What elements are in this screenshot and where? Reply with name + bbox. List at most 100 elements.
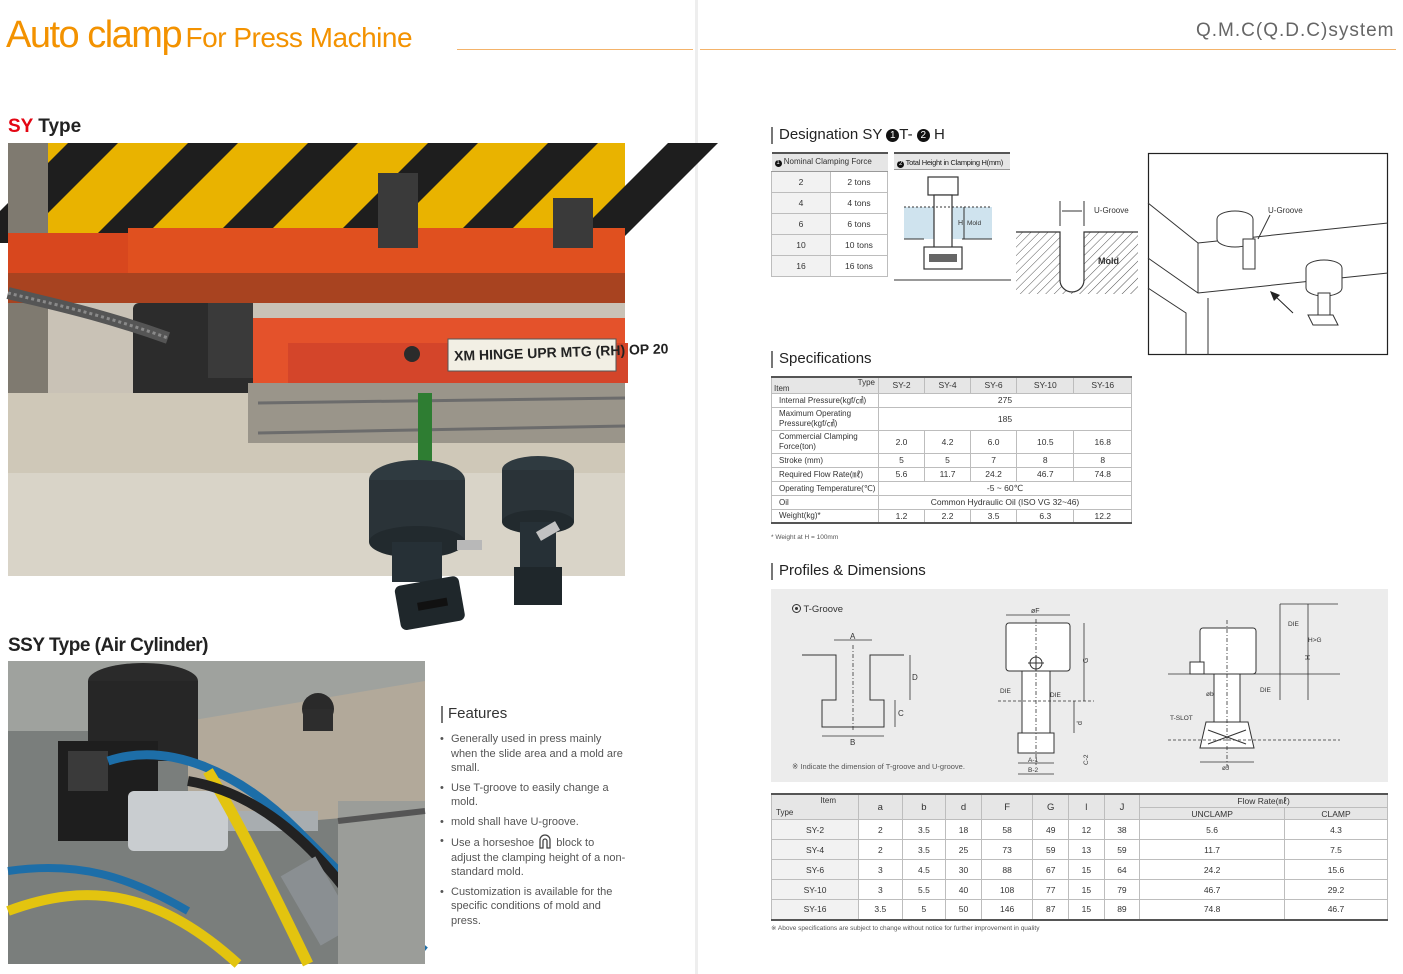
designation-col2-header: 2 Total Height in Clamping H(mm) — [894, 152, 1010, 170]
dim-phij-label: øJ — [1222, 765, 1229, 772]
specs-row-label: Oil — [771, 494, 879, 510]
specs-row-label: Operating Temperature(℃) — [771, 480, 879, 496]
specs-type-header: SY-4 — [924, 376, 972, 394]
title-main: Auto clamp — [6, 14, 183, 56]
specs-value: 6.0 — [970, 429, 1018, 454]
dims-cell: 15 — [1068, 879, 1105, 900]
mold-label: Mold — [967, 220, 981, 227]
flow-col-header: UNCLAMP — [1139, 807, 1285, 820]
dim-h-label: H — [1305, 655, 1312, 660]
designation-code: 2 — [771, 170, 831, 193]
dim-a-label: A — [850, 632, 856, 641]
ugroove-label: U-Groove — [1094, 206, 1129, 215]
iso-clamp-drawing: U-Groove — [1147, 152, 1389, 356]
ssy-air-cylinder-photo — [6, 661, 428, 968]
table-row: SY-6 3 4.5 30 88 67 15 64 24.2 15.6 — [771, 859, 1389, 880]
dims-col-header: F — [980, 793, 1034, 820]
specs-row-label: Weight(kg)* — [771, 508, 879, 524]
designation-value: 16 tons — [830, 254, 888, 277]
dims-type: SY-4 — [771, 839, 859, 860]
dims-cell: 87 — [1032, 899, 1070, 921]
dim-d-small-label: d — [1077, 721, 1084, 725]
feature-item: •Generally used in press mainly when the… — [440, 733, 623, 774]
flow-rate-header: Flow Rate(㎖) — [1139, 793, 1388, 808]
dims-cell: 25 — [945, 839, 982, 860]
specs-value: 5.6 — [877, 466, 926, 482]
designation-code: 4 — [771, 191, 831, 214]
specs-type-header: SY-6 — [970, 376, 1018, 394]
specs-row-label: Internal Pressure(kgf/㎠) — [771, 392, 879, 408]
specs-value: 10.5 — [1016, 429, 1075, 454]
dim-g-label: G — [1083, 658, 1090, 663]
specs-header-item-type: Item Type — [771, 376, 879, 394]
dims-cell: 4.5 — [901, 859, 947, 880]
specs-value: 11.7 — [924, 466, 972, 482]
specs-row-label: Commercial Clamping Force(ton) — [771, 429, 879, 454]
feature-item: •mold shall have U-groove. — [440, 815, 579, 828]
specs-value: 8 — [1016, 452, 1075, 468]
dims-cell: 5.6 — [1139, 819, 1285, 840]
specs-value: 1.2 — [877, 508, 926, 524]
dims-cell: 64 — [1103, 859, 1141, 880]
dim-c-label: C — [898, 709, 904, 718]
dimensions-table: Item Type a b d F G l J Flow Rate(㎖) UNC… — [771, 793, 1389, 921]
tgroove-label: T-Groove — [792, 604, 843, 615]
photo-label-text: XM HINGE UPR MTG (RH) OP 20 — [454, 340, 669, 363]
dims-cell: 3 — [858, 879, 903, 900]
profiles-title-bar — [771, 563, 773, 580]
header-rule-left — [457, 49, 693, 50]
designation-value: 2 tons — [830, 170, 888, 193]
specs-value: 2.2 — [924, 508, 972, 524]
table-row: SY-16 3.5 5 50 146 87 15 89 74.8 46.7 — [771, 899, 1389, 921]
specs-type-header: SY-10 — [1016, 376, 1075, 394]
designation-col1-header: 1 Nominal Clamping Force — [771, 152, 888, 172]
specs-value: 3.5 — [970, 508, 1018, 524]
specs-span-value: -5 ~ 60℃ — [878, 480, 1132, 496]
features-title: Features — [448, 705, 508, 722]
sy-red-text: SY — [8, 116, 34, 137]
dims-cell: 2 — [858, 819, 903, 840]
feature-item: •Customization is available for the spec… — [440, 885, 613, 927]
dims-cell: 15 — [1068, 899, 1105, 921]
specs-value: 5 — [877, 452, 926, 468]
specs-table: Item Type SY-2 SY-4 SY-6 SY-10 SY-16 Int… — [771, 376, 1132, 524]
sy-clamp-products — [369, 456, 574, 631]
dims-header-item-type: Item Type — [771, 793, 859, 820]
table-row: SY-2 2 3.5 18 58 49 12 38 5.6 4.3 — [771, 819, 1389, 840]
header-rule-right — [700, 49, 1396, 50]
specs-value: 46.7 — [1016, 466, 1075, 482]
specs-span-value: Common Hydraulic Oil (ISO VG 32~46) — [878, 494, 1132, 510]
dims-col-header: G — [1032, 793, 1070, 820]
dim-phib-label: øb — [1206, 691, 1214, 698]
specs-value: 16.8 — [1073, 429, 1132, 454]
dims-cell: 73 — [980, 839, 1034, 860]
horseshoe-block-icon — [539, 834, 551, 849]
designation-value: 10 tons — [830, 233, 888, 256]
profiles-note: ※ Indicate the dimension of T-groove and… — [792, 762, 965, 771]
specs-span-value: 185 — [878, 406, 1132, 431]
dims-cell: 79 — [1103, 879, 1141, 900]
dims-cell: 7.5 — [1283, 839, 1389, 860]
specs-value: 2.0 — [877, 429, 926, 454]
die-label-1: DIE — [1000, 688, 1012, 695]
specs-value: 5 — [924, 452, 972, 468]
dims-cell: 15.6 — [1283, 859, 1389, 880]
dims-cell: 15 — [1068, 859, 1105, 880]
die-label-2: DIE — [1050, 692, 1062, 699]
dims-cell: 49 — [1032, 819, 1070, 840]
dim-hg-label: H>G — [1308, 637, 1322, 644]
table-row: SY-4 2 3.5 25 73 59 13 59 11.7 7.5 — [771, 839, 1389, 860]
specs-title-bar — [771, 351, 773, 368]
specs-row-label: Maximum Operating Pressure(kgf/㎠) — [771, 406, 879, 431]
dim-d-label: D — [912, 673, 918, 682]
flow-col-header: CLAMP — [1283, 807, 1389, 820]
specs-value: 8 — [1073, 452, 1132, 468]
dims-cell: 13 — [1068, 839, 1105, 860]
dims-col-header: a — [858, 793, 903, 820]
feature-item: •Use T-groove to easily change a mold. — [440, 781, 609, 809]
dims-cell: 30 — [945, 859, 982, 880]
dims-cell: 40 — [945, 879, 982, 900]
tslot-label: T-SLOT — [1170, 715, 1193, 722]
